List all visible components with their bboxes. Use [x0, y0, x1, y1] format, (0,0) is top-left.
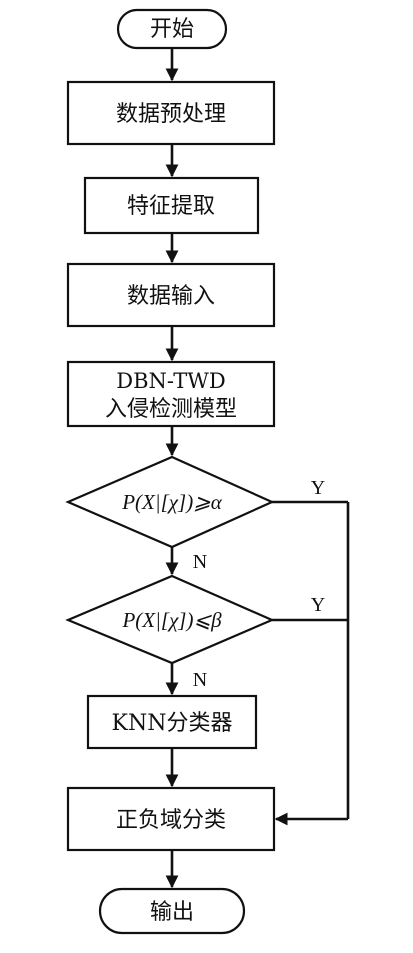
decision1-diamond: P(X|[χ])⩾α [65, 455, 275, 549]
feature-box: 特征提取 [83, 176, 260, 235]
decision2-diamond: P(X|[χ])⩽β [65, 574, 275, 665]
classify-label: 正负域分类 [116, 808, 226, 833]
model-label-line1: DBN-TWD [116, 369, 225, 393]
input-label: 数据输入 [127, 284, 215, 309]
model-label-line2: 入侵检测模型 [105, 397, 237, 422]
classify-box: 正负域分类 [66, 786, 276, 852]
knn-label: KNN分类器 [112, 711, 233, 736]
feature-label: 特征提取 [127, 194, 215, 219]
decision2-label: P(X|[χ])⩽β [121, 608, 222, 632]
no1-label: N [193, 551, 207, 573]
start-label: 开始 [150, 17, 194, 42]
end-label: 输出 [150, 900, 194, 925]
end-node: 输出 [98, 887, 246, 935]
yes1-label: Y [311, 477, 325, 499]
model-box: DBN-TWD 入侵检测模型 [66, 360, 276, 428]
knn-box: KNN分类器 [86, 694, 258, 750]
input-box: 数据输入 [66, 262, 276, 328]
preprocess-label: 数据预处理 [116, 102, 226, 127]
yes2-label: Y [311, 594, 325, 616]
preprocess-box: 数据预处理 [66, 80, 276, 146]
no2-label: N [193, 669, 207, 691]
decision1-label: P(X|[χ])⩾α [121, 490, 223, 514]
start-node: 开始 [116, 8, 228, 50]
